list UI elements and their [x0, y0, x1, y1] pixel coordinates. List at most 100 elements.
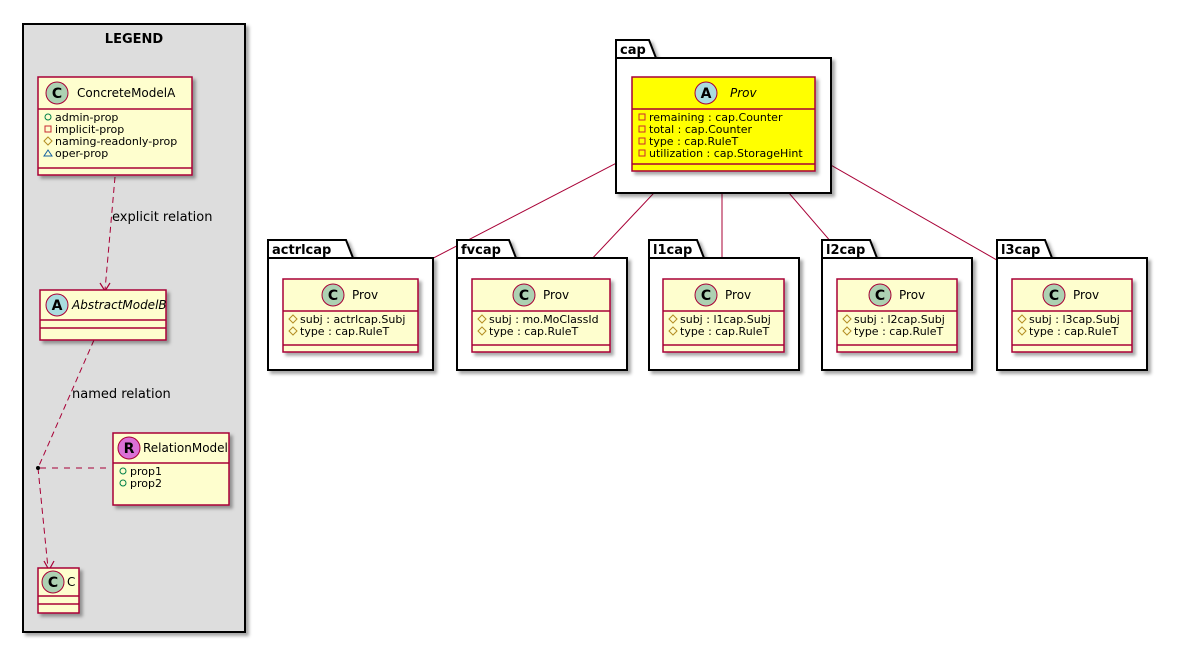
class-name: Prov [543, 288, 569, 302]
package-name: l2cap [826, 243, 865, 258]
protected-visibility-icon [668, 314, 678, 324]
class-member: remaining : cap.Counter [649, 111, 783, 124]
named-relation-edge [37, 339, 95, 469]
stereotype-letter: A [701, 86, 712, 102]
stereotype-letter: R [124, 441, 135, 457]
protected-visibility-icon [668, 326, 678, 336]
class-member: type : cap.RuleT [854, 325, 943, 338]
class-member: type : cap.RuleT [649, 135, 738, 148]
protected-visibility-icon [1017, 314, 1027, 324]
class-stereotype-icon [512, 283, 536, 307]
package-name: fvcap [461, 243, 501, 258]
class-member: type : cap.RuleT [300, 325, 389, 338]
class-box [1011, 278, 1133, 353]
explicit-relation-edge [104, 176, 116, 291]
class-member: total : cap.Counter [649, 123, 753, 136]
protected-visibility-icon [477, 326, 487, 336]
protected-visibility-icon [288, 326, 298, 336]
class-member: type : cap.RuleT [489, 325, 578, 338]
class-member: implicit-prop [55, 123, 124, 136]
named-relation-edge-continued [37, 467, 49, 569]
package-name: l3cap [1001, 243, 1040, 258]
package-name: actrlcap [272, 243, 331, 258]
stereotype-letter: C [328, 288, 338, 304]
class-stereotype-icon [1042, 283, 1066, 307]
class-member: subj : l3cap.Subj [1029, 313, 1120, 326]
class-stereotype-icon [321, 283, 345, 307]
stereotype-letter: C [52, 86, 62, 102]
class-member: prop1 [130, 465, 162, 478]
class-member: prop2 [130, 477, 162, 490]
private-visibility-icon [638, 149, 646, 157]
private-visibility-icon [638, 125, 646, 133]
class-member: oper-prop [55, 147, 108, 160]
stereotype-letter: C [875, 288, 885, 304]
stereotype-letter: A [52, 298, 63, 314]
class-name: AbstractModelB [71, 298, 167, 312]
legend-title: LEGEND [105, 32, 164, 47]
association-point [36, 466, 40, 470]
class-member: subj : actrlcap.Subj [300, 313, 405, 326]
protected-visibility-icon [477, 314, 487, 324]
private-visibility-icon [638, 137, 646, 145]
class-stereotype-icon [41, 570, 65, 594]
class-name: RelationModel [143, 441, 228, 455]
class-box [471, 278, 611, 353]
class-member: subj : mo.MoClassId [489, 313, 599, 326]
package-visibility-icon [43, 149, 53, 157]
class-member: naming-readonly-prop [55, 135, 177, 148]
protected-visibility-icon [288, 314, 298, 324]
class-name: Prov [725, 288, 751, 302]
stereotype-letter: C [1049, 288, 1059, 304]
class-stereotype-icon [868, 283, 892, 307]
private-visibility-icon [44, 125, 52, 133]
public-visibility-icon [44, 113, 52, 121]
package-name: cap [620, 43, 646, 58]
class-name: Prov [1073, 288, 1099, 302]
stereotype-letter: C [701, 288, 711, 304]
class-member: subj : l1cap.Subj [680, 313, 771, 326]
class-member: admin-prop [55, 111, 118, 124]
class-name: Prov [352, 288, 378, 302]
class-member: type : cap.RuleT [680, 325, 769, 338]
public-visibility-icon [119, 467, 127, 475]
protected-visibility-icon [43, 136, 53, 146]
class-stereotype-icon [694, 283, 718, 307]
relation-stereotype-icon [117, 436, 141, 460]
class-member: type : cap.RuleT [1029, 325, 1118, 338]
package-name: l1cap [653, 243, 692, 258]
protected-visibility-icon [842, 314, 852, 324]
class-name: Prov [730, 86, 758, 100]
named-relation-label: named relation [72, 387, 171, 402]
explicit-relation-label: explicit relation [112, 210, 212, 225]
class-stereotype-icon [45, 81, 69, 105]
class-name: ConcreteModelA [77, 86, 176, 100]
abstract-stereotype-icon [45, 293, 69, 317]
class-box [662, 278, 785, 353]
protected-visibility-icon [842, 326, 852, 336]
class-name: C [67, 575, 75, 589]
class-member: utilization : cap.StorageHint [649, 147, 803, 160]
private-visibility-icon [638, 113, 646, 121]
protected-visibility-icon [1017, 326, 1027, 336]
class-box [836, 278, 958, 353]
stereotype-letter: C [48, 575, 58, 591]
class-name: Prov [899, 288, 925, 302]
stereotype-letter: C [519, 288, 529, 304]
abstract-stereotype-icon [694, 81, 718, 105]
public-visibility-icon [119, 479, 127, 487]
class-member: subj : l2cap.Subj [854, 313, 945, 326]
class-box [282, 278, 419, 353]
abstract-model-b-class[interactable]: A AbstractModelB [39, 289, 167, 341]
concrete-model-a-class[interactable]: C ConcreteModelA admin-propimplicit-propna… [37, 76, 193, 176]
class-box [631, 76, 816, 172]
